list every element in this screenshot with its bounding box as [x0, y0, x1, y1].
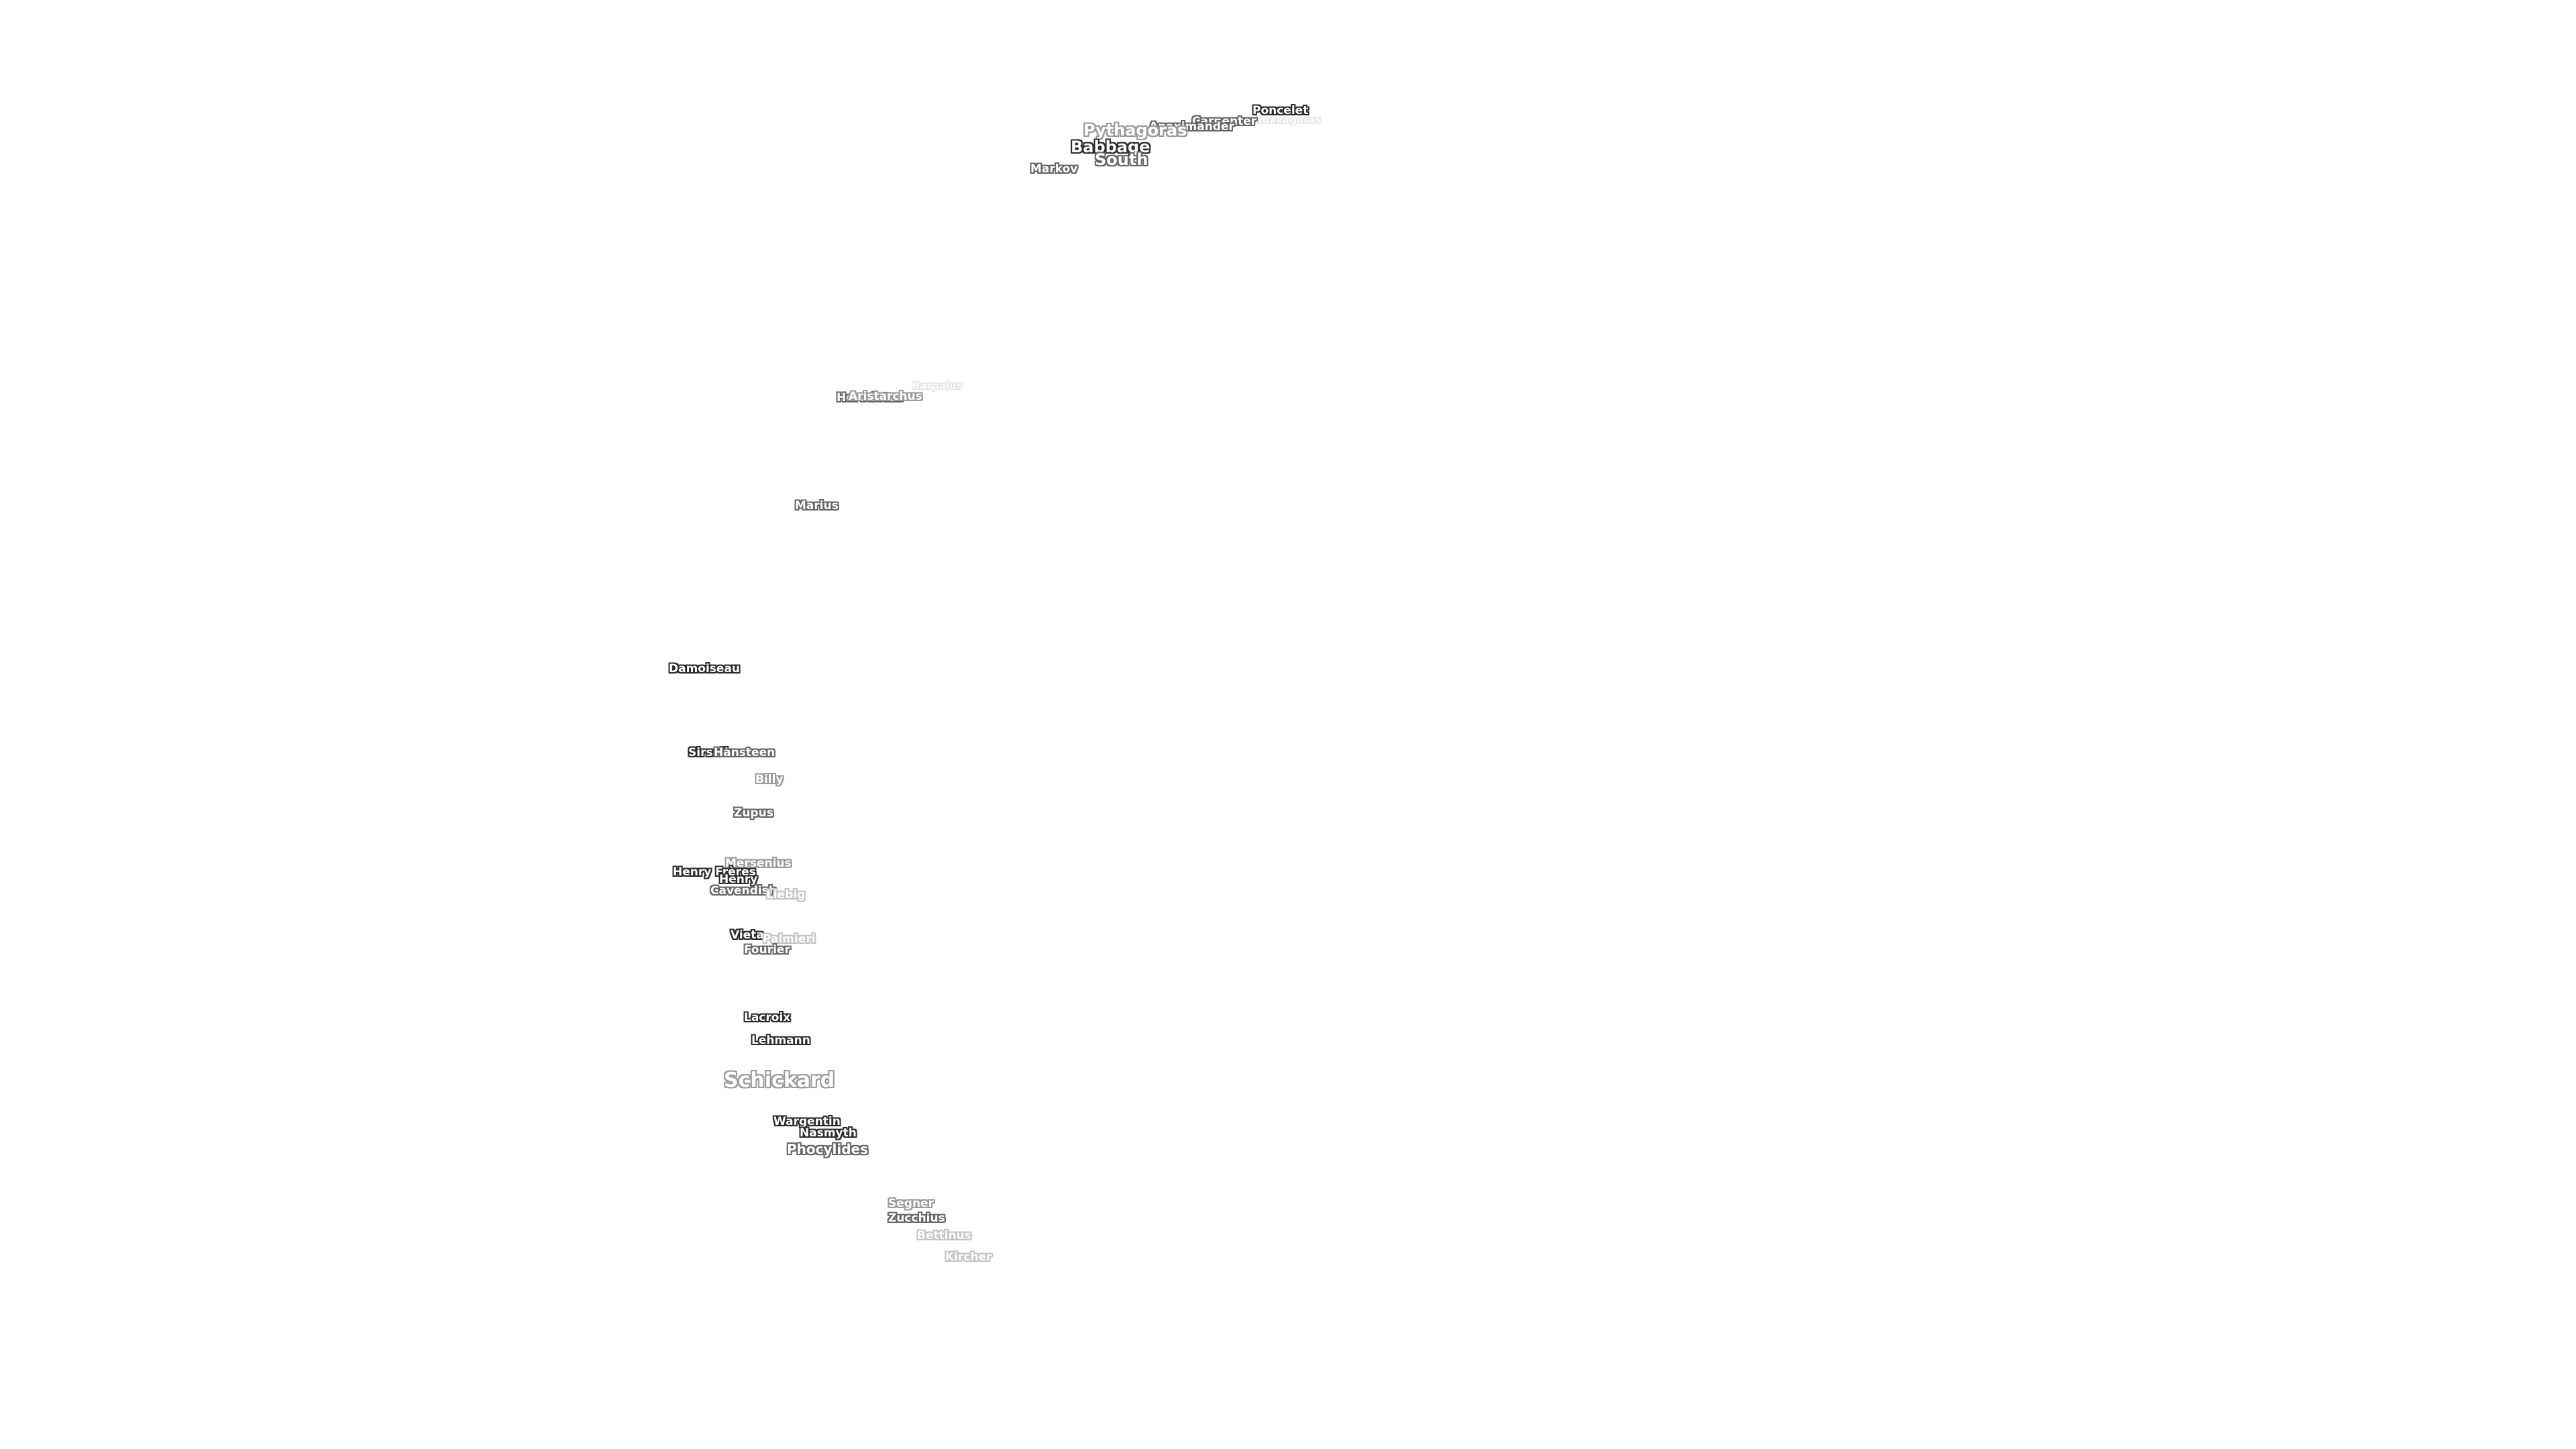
crater-label-anaximander[interactable]: Anaximander: [1149, 120, 1234, 133]
crater-label-fourier[interactable]: Fourier: [744, 943, 790, 957]
crater-label-zupus[interactable]: Zupus: [734, 806, 773, 820]
crater-label-billy[interactable]: Billy: [755, 773, 784, 786]
crater-label-faint-mid[interactable]: Harpalus: [912, 380, 963, 392]
crater-label-herodotus[interactable]: Herodotus: [837, 391, 904, 405]
crater-label-markov[interactable]: Markov: [1030, 162, 1078, 176]
crater-label-palmieri[interactable]: Palmieri: [763, 932, 816, 946]
crater-label-damoiseau[interactable]: Damoiseau: [669, 662, 741, 676]
crater-label-carpenter[interactable]: Carpenter: [1192, 115, 1257, 128]
crater-label-segner[interactable]: Segner: [888, 1197, 934, 1210]
crater-label-hansteen[interactable]: Hansteen: [714, 746, 775, 759]
crater-label-phocylides[interactable]: Phocylides: [787, 1141, 869, 1157]
crater-label-lehmann[interactable]: Lehmann: [751, 1034, 810, 1047]
crater-label-babbage[interactable]: Babbage: [1071, 138, 1150, 156]
crater-label-sirsalis[interactable]: Sirsalis: [688, 746, 735, 759]
crater-label-aristarchus[interactable]: Aristarchus: [849, 390, 922, 403]
crater-label-liebig[interactable]: Liebig: [766, 888, 806, 902]
crater-label-henry[interactable]: Henry: [719, 873, 758, 886]
crater-label-zucchius[interactable]: Zucchius: [888, 1212, 945, 1225]
crater-label-pythagoras[interactable]: Pythagoras: [1083, 121, 1187, 140]
crater-label-mersenius[interactable]: Mersenius: [725, 857, 792, 870]
crater-label-vieta[interactable]: Vieta: [731, 928, 764, 942]
crater-label-schickard[interactable]: Schickard: [724, 1069, 835, 1092]
crater-label-nasmyth[interactable]: Nasmyth: [800, 1126, 857, 1140]
crater-label-henry-freres[interactable]: Henry Frères: [673, 865, 756, 879]
crater-label-poncelet[interactable]: Poncelet: [1252, 104, 1309, 117]
crater-label-bettinus[interactable]: Bettinus: [917, 1229, 971, 1242]
crater-label-lacroix[interactable]: Lacroix: [744, 1011, 791, 1024]
crater-label-kircher[interactable]: Kircher: [945, 1250, 992, 1264]
crater-label-faint-ne[interactable]: Anaxagoras: [1254, 114, 1322, 126]
crater-label-cavendish[interactable]: Cavendish: [710, 884, 777, 898]
crater-label-south[interactable]: South: [1095, 150, 1148, 169]
crater-label-wargentin[interactable]: Wargentin: [773, 1115, 841, 1128]
crater-label-marius[interactable]: Marius: [795, 499, 839, 513]
